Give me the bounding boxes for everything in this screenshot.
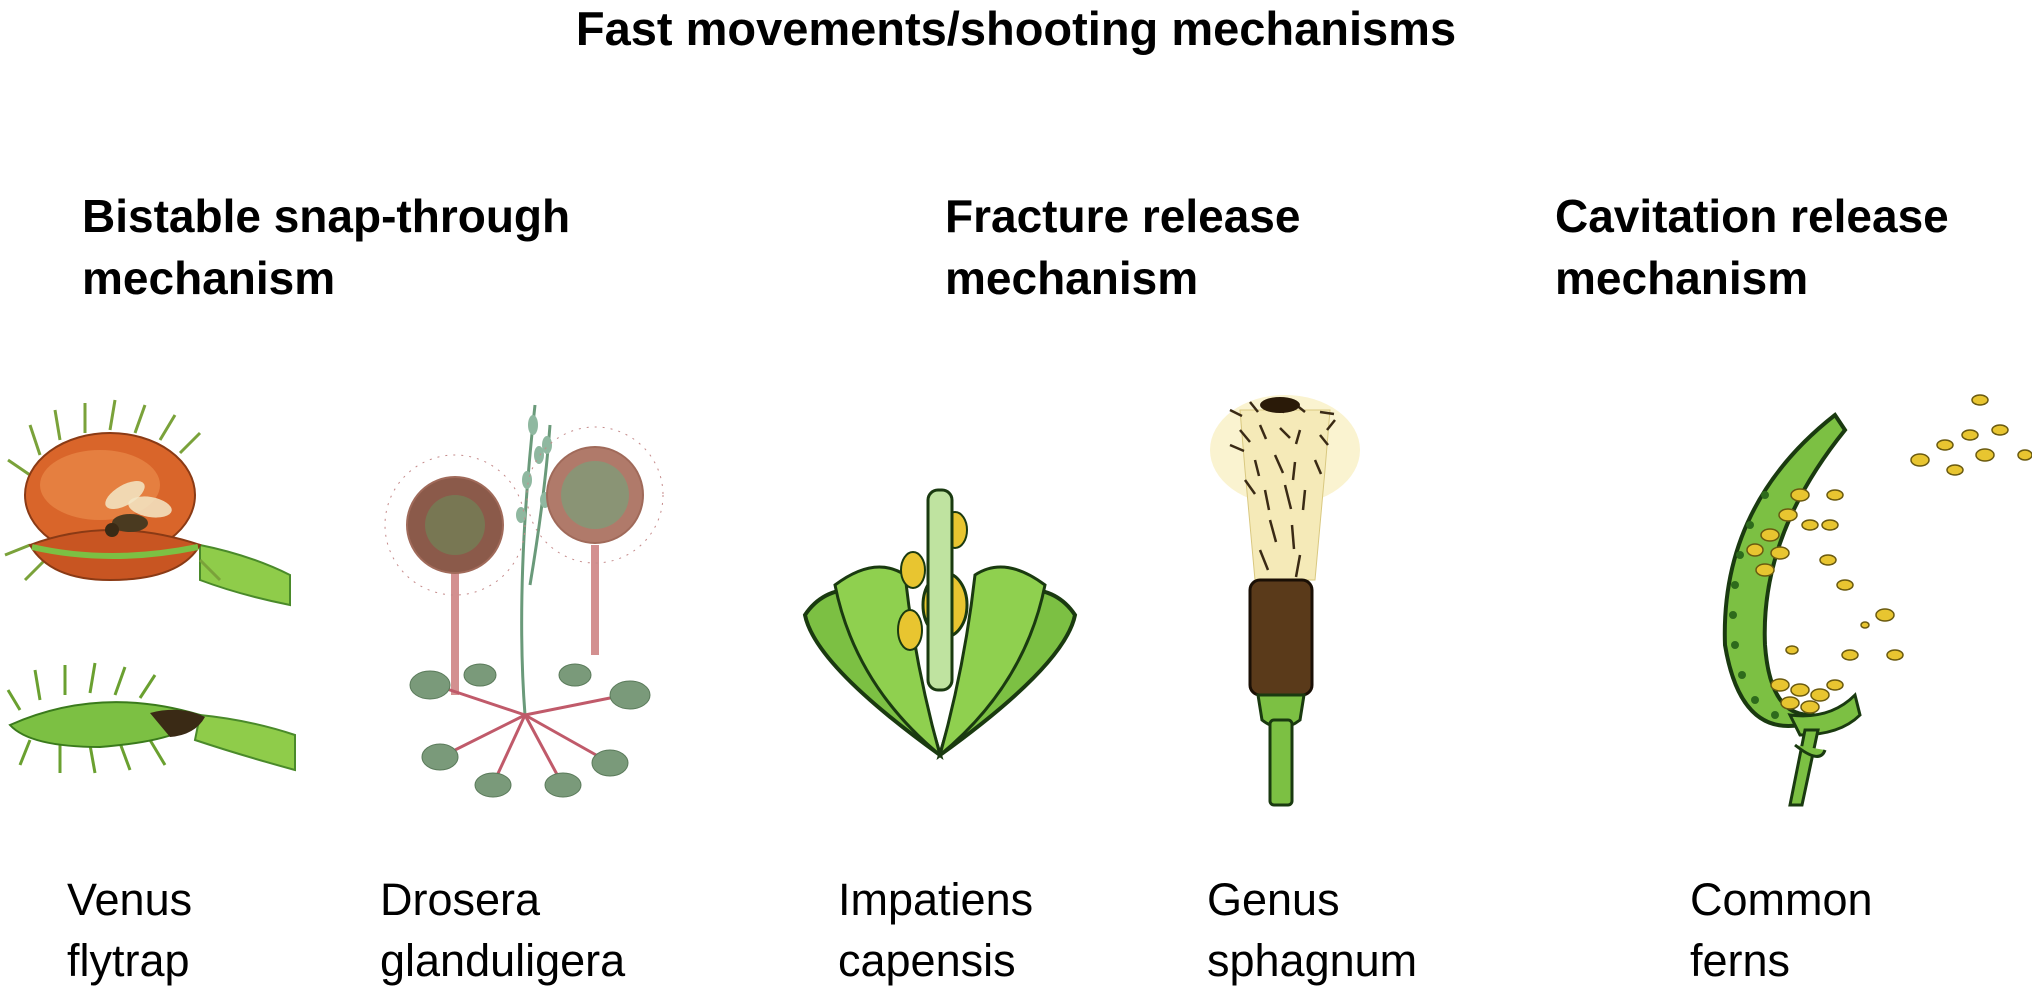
label-line: flytrap — [67, 935, 190, 986]
open-trap — [4, 399, 291, 607]
heading-line: mechanism — [945, 252, 1199, 304]
venus-flytrap-illustration — [0, 395, 300, 775]
specimen-label-venus-flytrap: Venus flytrap — [67, 869, 192, 991]
heading-line: mechanism — [1555, 252, 1809, 304]
specimen-label-sphagnum: Genus sphagnum — [1207, 869, 1417, 991]
sundew-leaf-right — [526, 426, 664, 564]
heading-line: Bistable snap-through — [82, 190, 571, 242]
heading-bistable-snap-through: Bistable snap-through mechanism — [82, 185, 570, 309]
specimen-label-drosera: Drosera glanduligera — [380, 869, 625, 991]
heading-cavitation-release: Cavitation release mechanism — [1555, 185, 1949, 309]
label-line: ferns — [1690, 935, 1791, 986]
label-line: glanduligera — [380, 935, 626, 986]
sphagnum-illustration — [1200, 390, 1370, 810]
closed-trap — [6, 662, 296, 774]
rosette — [409, 663, 651, 798]
label-line: Venus — [67, 874, 193, 925]
heading-line: Cavitation release — [1555, 190, 1949, 242]
heading-line: mechanism — [82, 252, 336, 304]
specimen-label-impatiens: Impatiens capensis — [838, 869, 1033, 991]
drosera-illustration — [375, 385, 675, 805]
page-title: Fast movements/shooting mechanisms — [575, 2, 1457, 55]
label-line: sphagnum — [1207, 935, 1418, 986]
specimen-label-common-ferns: Common ferns — [1690, 869, 1873, 991]
label-line: Genus — [1207, 874, 1340, 925]
sundew-leaf-left — [384, 454, 526, 596]
heading-line: Fracture release — [945, 190, 1301, 242]
fern-sporangium-illustration — [1680, 385, 2032, 825]
label-line: capensis — [838, 935, 1016, 986]
impatiens-illustration — [795, 485, 1085, 765]
label-line: Impatiens — [838, 874, 1034, 925]
label-line: Common — [1690, 874, 1873, 925]
heading-fracture-release: Fracture release mechanism — [945, 185, 1300, 309]
fly-icon — [105, 481, 172, 537]
label-line: Drosera — [380, 874, 541, 925]
